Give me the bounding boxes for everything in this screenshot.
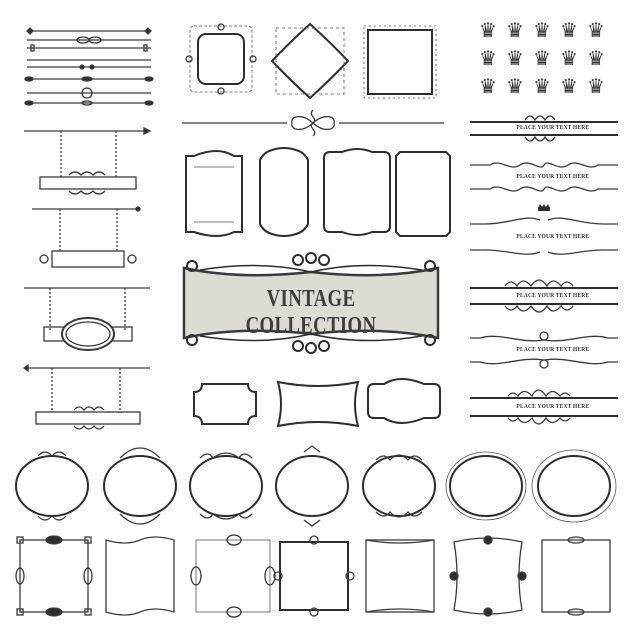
divider-text: PLACE YOUR TEXT HERE <box>516 292 590 299</box>
crown-grid: ♛ ♛ ♛ ♛ ♛ ♛ ♛ ♛ ♛ ♛ ♛ ♛ ♛ ♛ ♛ <box>475 20 609 96</box>
ornate-diamond-frame <box>270 22 350 100</box>
crown-icon: ♛ <box>587 46 605 70</box>
crown-icon: ♛ <box>560 74 578 98</box>
text-divider-4: PLACE YOUR TEXT HERE <box>470 274 618 318</box>
crown-icon: ♛ <box>479 18 497 42</box>
crown-icon: ♛ <box>506 74 524 98</box>
crown-icon: ♛ <box>533 74 551 98</box>
text-divider-3: PLACE YOUR TEXT HERE <box>470 202 618 258</box>
divider-text: PLACE YOUR TEXT HERE <box>516 233 590 240</box>
crown-icon: ♛ <box>506 46 524 70</box>
vintage-title-banner: VINTAGE COLLECTION <box>180 250 442 356</box>
crown-icon: ♛ <box>533 46 551 70</box>
crown-icon: ♛ <box>560 18 578 42</box>
crown-icon: ♛ <box>479 46 497 70</box>
divider-text: PLACE YOUR TEXT HERE <box>516 346 590 353</box>
text-divider-1: PLACE YOUR TEXT HERE <box>470 110 618 146</box>
banner-title: VINTAGE COLLECTION <box>245 286 377 339</box>
text-divider-5: PLACE YOUR TEXT HERE <box>470 330 618 370</box>
divider-text: PLACE YOUR TEXT HERE <box>516 403 590 410</box>
line-dividers-icon <box>24 27 154 106</box>
square-frames-row <box>14 534 614 618</box>
oval-frames-row <box>14 445 617 527</box>
small-labels-group <box>188 378 446 430</box>
divider-text: PLACE YOUR TEXT HERE <box>516 124 590 131</box>
crown-icon: ♛ <box>506 18 524 42</box>
ornate-square-frame <box>185 22 257 96</box>
crown-icon: ♛ <box>479 74 497 98</box>
ornate-rect-frame <box>362 24 438 100</box>
center-flourish-divider <box>182 108 444 138</box>
crown-icon: ♛ <box>560 46 578 70</box>
tall-labels-group <box>180 147 451 238</box>
crown-icon: ♛ <box>587 74 605 98</box>
line-dividers-group <box>24 25 154 106</box>
divider-text: PLACE YOUR TEXT HERE <box>516 173 590 180</box>
crown-icon: ♛ <box>533 18 551 42</box>
hanging-signs-group <box>22 125 154 435</box>
text-divider-2: PLACE YOUR TEXT HERE <box>470 158 618 194</box>
crown-icon: ♛ <box>587 18 605 42</box>
text-divider-6: PLACE YOUR TEXT HERE <box>470 384 618 428</box>
